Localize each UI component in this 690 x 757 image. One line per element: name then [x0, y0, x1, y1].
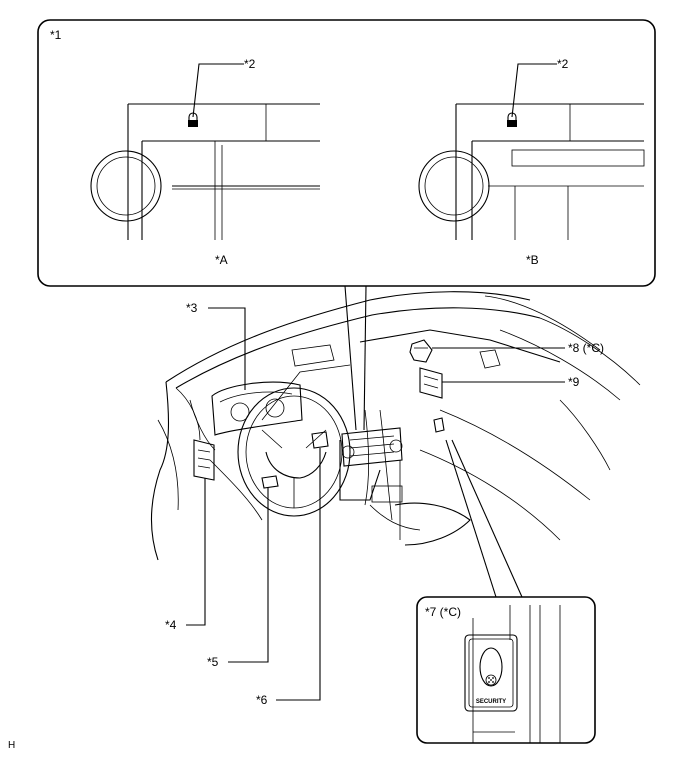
label-security-inset: *7 (*C) — [425, 605, 461, 619]
combination-meter: *3 — [186, 301, 303, 436]
part-5: *5 — [207, 475, 279, 669]
security-switch-panel — [464, 634, 518, 712]
part-8: *8 (*C) — [409, 339, 604, 363]
panel-variant-a: *2 *A — [90, 57, 320, 267]
part-9: *9 — [419, 367, 580, 399]
label-sec-indicator-b: *2 — [557, 57, 569, 71]
inset-label-1: *1 — [50, 28, 62, 42]
corner-mark: H — [8, 740, 15, 751]
top-inset-frame — [37, 19, 656, 287]
label-ecu-left: *4 — [165, 618, 177, 632]
label-variant-a: *A — [215, 253, 228, 267]
label-combination-meter: *3 — [186, 301, 198, 315]
dashboard-outline — [150, 291, 641, 561]
security-switch-location — [433, 417, 445, 433]
top-inset: *1 *2 *A — [37, 19, 656, 287]
security-inset: *7 (*C) SECURITY — [416, 596, 596, 744]
security-indicator-lens — [479, 647, 503, 687]
label-switch-6: *6 — [256, 693, 268, 707]
security-switch-text: SECURITY — [476, 699, 506, 705]
leader-inset-right — [363, 285, 367, 431]
label-part-8: *8 (*C) — [568, 341, 604, 355]
label-variant-b: *B — [526, 253, 539, 267]
security-keyhole-icon — [488, 677, 494, 683]
panel-variant-b: *2 *B — [418, 57, 645, 267]
label-part-5: *5 — [207, 655, 219, 669]
center-audio-panel — [341, 427, 403, 467]
leader-security-left — [445, 439, 497, 598]
leader-security-right — [451, 439, 523, 598]
switch-6: *6 — [256, 431, 329, 707]
label-part-9: *9 — [568, 375, 580, 389]
label-sec-indicator-a: *2 — [244, 57, 256, 71]
leader-inset-left — [344, 285, 357, 431]
ecu-left: *4 — [165, 439, 215, 632]
steering-wheel — [237, 387, 351, 517]
security-inset-frame — [416, 596, 596, 744]
